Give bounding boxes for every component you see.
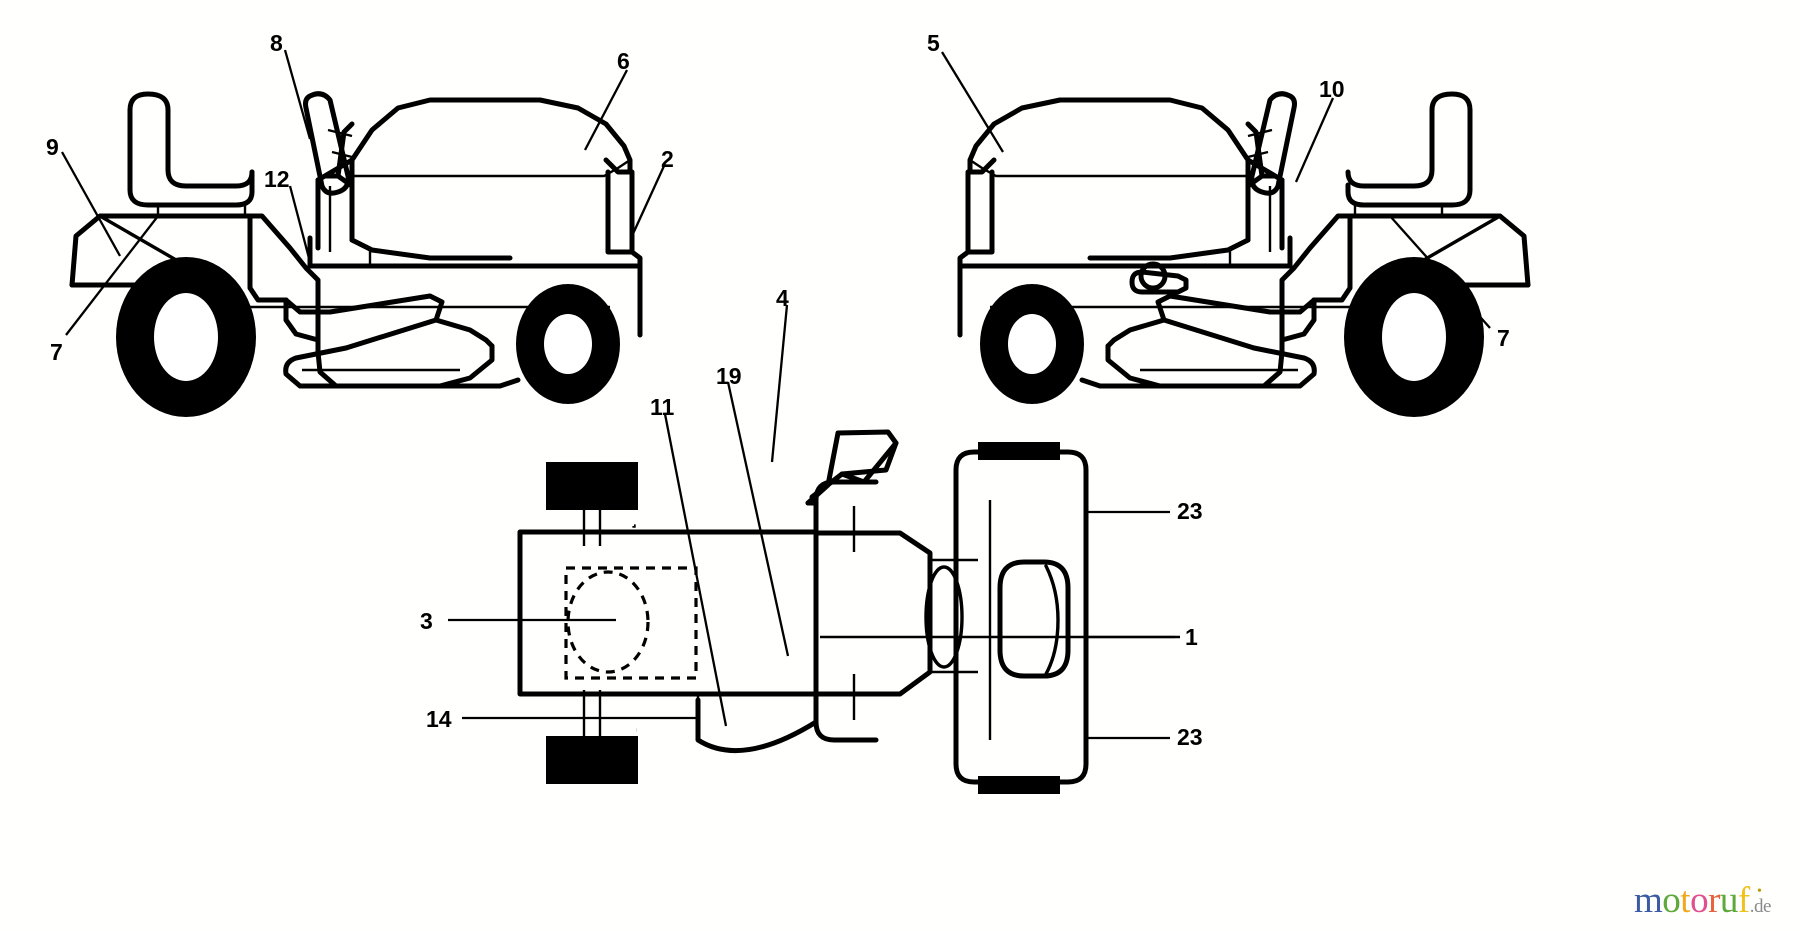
- leader-10: [1294, 97, 1335, 183]
- watermark-suffix: .de: [1749, 896, 1772, 917]
- motoruf-watermark: • motoruf.de: [1634, 882, 1771, 919]
- callout-2: 2: [661, 146, 674, 172]
- leader-7-right: [1389, 215, 1491, 329]
- callout-3: 3: [420, 608, 433, 634]
- bottom-mount-block: [978, 776, 1060, 794]
- watermark-dot: •: [1757, 884, 1762, 899]
- dashed-circle-outline: [566, 570, 650, 674]
- leader-4: [770, 304, 789, 463]
- leader-19: [726, 381, 790, 657]
- leader-12: [288, 185, 312, 263]
- callout-23-top: 23: [1177, 498, 1203, 524]
- dashed-panel-outline: [564, 566, 698, 680]
- callout-4: 4: [776, 285, 789, 311]
- rear-wheel-top: [546, 462, 638, 510]
- callout-14: 14: [426, 706, 452, 732]
- watermark-letter-o1: o: [1662, 880, 1681, 921]
- watermark-letter-r: r: [1708, 880, 1720, 921]
- callout-7-left: 7: [50, 339, 63, 365]
- tractor-deck-top-view: [448, 304, 1180, 794]
- tractor-right-side-view: [941, 51, 1531, 417]
- leader-7-left: [65, 215, 159, 336]
- callout-19: 19: [716, 363, 742, 389]
- watermark-letter-t: t: [1680, 880, 1691, 921]
- callout-7-right: 7: [1497, 325, 1510, 351]
- watermark-letter-m: m: [1634, 880, 1663, 921]
- callout-9: 9: [46, 134, 59, 160]
- leader-6: [583, 69, 629, 151]
- callout-12: 12: [264, 166, 290, 192]
- watermark-letter-o2: o: [1690, 880, 1709, 921]
- leader-2: [630, 165, 666, 237]
- callout-6: 6: [617, 48, 630, 74]
- front-wheel-top: [546, 736, 638, 784]
- leader-11: [663, 413, 728, 727]
- tractor-left-side-view: [60, 49, 666, 417]
- callout-10: 10: [1319, 76, 1345, 102]
- leader-5: [941, 51, 1004, 153]
- top-mount-block: [978, 442, 1060, 460]
- callout-23-bottom: 23: [1177, 724, 1203, 750]
- watermark-letter-f: f: [1737, 880, 1750, 921]
- watermark-letter-u: u: [1719, 880, 1739, 921]
- leader-9: [60, 151, 122, 257]
- callout-8: 8: [270, 30, 283, 56]
- callout-11: 11: [650, 394, 675, 420]
- leader-8: [283, 49, 312, 140]
- callout-1: 1: [1185, 624, 1198, 650]
- callout-5: 5: [927, 30, 940, 56]
